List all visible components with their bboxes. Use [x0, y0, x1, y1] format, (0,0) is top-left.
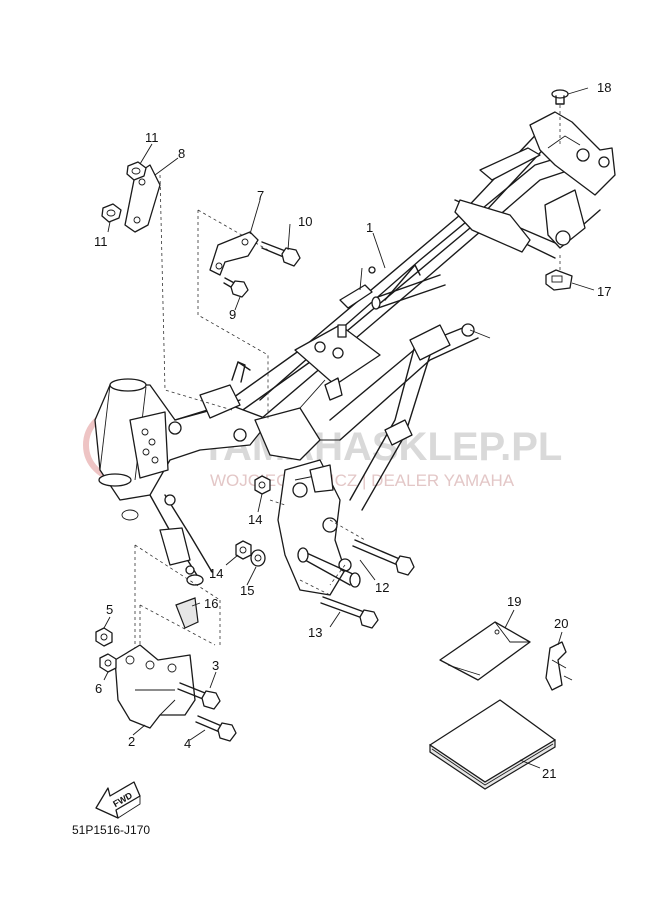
clip-17[interactable] — [545, 269, 573, 291]
bracket-2[interactable] — [114, 644, 196, 729]
callout-6: 6 — [95, 681, 102, 696]
assembly-guides — [134, 105, 561, 660]
callout-18: 18 — [597, 80, 611, 95]
callout-15: 15 — [240, 583, 254, 598]
nut-14-lower[interactable] — [235, 540, 252, 560]
bolt-4[interactable] — [195, 715, 237, 742]
bolt-9[interactable] — [223, 277, 249, 298]
callout-10: 10 — [298, 214, 312, 229]
callout-5: 5 — [106, 602, 113, 617]
nut-11-top[interactable] — [126, 161, 147, 181]
callout-4: 4 — [184, 736, 191, 751]
callout-14-upper: 14 — [248, 512, 262, 527]
callout-14-lower: 14 — [209, 566, 223, 581]
callout-8: 8 — [178, 146, 185, 161]
fwd-arrow-icon: FWD — [95, 781, 141, 819]
clip-near-head — [231, 361, 251, 383]
owner-manual-21[interactable] — [429, 699, 556, 790]
callout-19: 19 — [507, 594, 521, 609]
callout-11-bottom: 11 — [94, 234, 108, 249]
clamp-20[interactable] — [545, 641, 573, 691]
callout-20: 20 — [554, 616, 568, 631]
bolt-13[interactable] — [320, 596, 379, 629]
leader-lines — [103, 87, 595, 769]
bag-19[interactable] — [439, 621, 531, 681]
callout-21: 21 — [542, 766, 556, 781]
screw-18[interactable] — [551, 89, 569, 105]
callout-11-top: 11 — [145, 130, 159, 145]
plate-16[interactable] — [175, 597, 199, 629]
bolt-12[interactable] — [352, 539, 415, 576]
callout-17: 17 — [597, 284, 611, 299]
callout-13: 13 — [308, 625, 322, 640]
main-frame[interactable] — [94, 111, 616, 596]
callout-12: 12 — [375, 580, 389, 595]
callout-3: 3 — [212, 658, 219, 673]
callout-1: 1 — [366, 220, 373, 235]
nut-5[interactable] — [95, 627, 113, 647]
callout-16: 16 — [204, 596, 218, 611]
nut-11-bottom[interactable] — [101, 203, 122, 223]
washer-15[interactable] — [250, 549, 266, 567]
bracket-7[interactable] — [209, 231, 259, 276]
callout-labels: 1 2 3 4 5 6 7 8 9 10 11 11 12 13 14 14 1… — [94, 80, 611, 781]
bolt-10[interactable] — [261, 241, 301, 267]
nut-14-upper[interactable] — [254, 475, 271, 495]
bolt-3[interactable] — [177, 682, 221, 710]
callout-9: 9 — [229, 307, 236, 322]
nut-6[interactable] — [99, 653, 117, 673]
callout-2: 2 — [128, 734, 135, 749]
diagram-code: 51P1516-J170 — [72, 823, 150, 837]
callout-7: 7 — [257, 188, 264, 203]
